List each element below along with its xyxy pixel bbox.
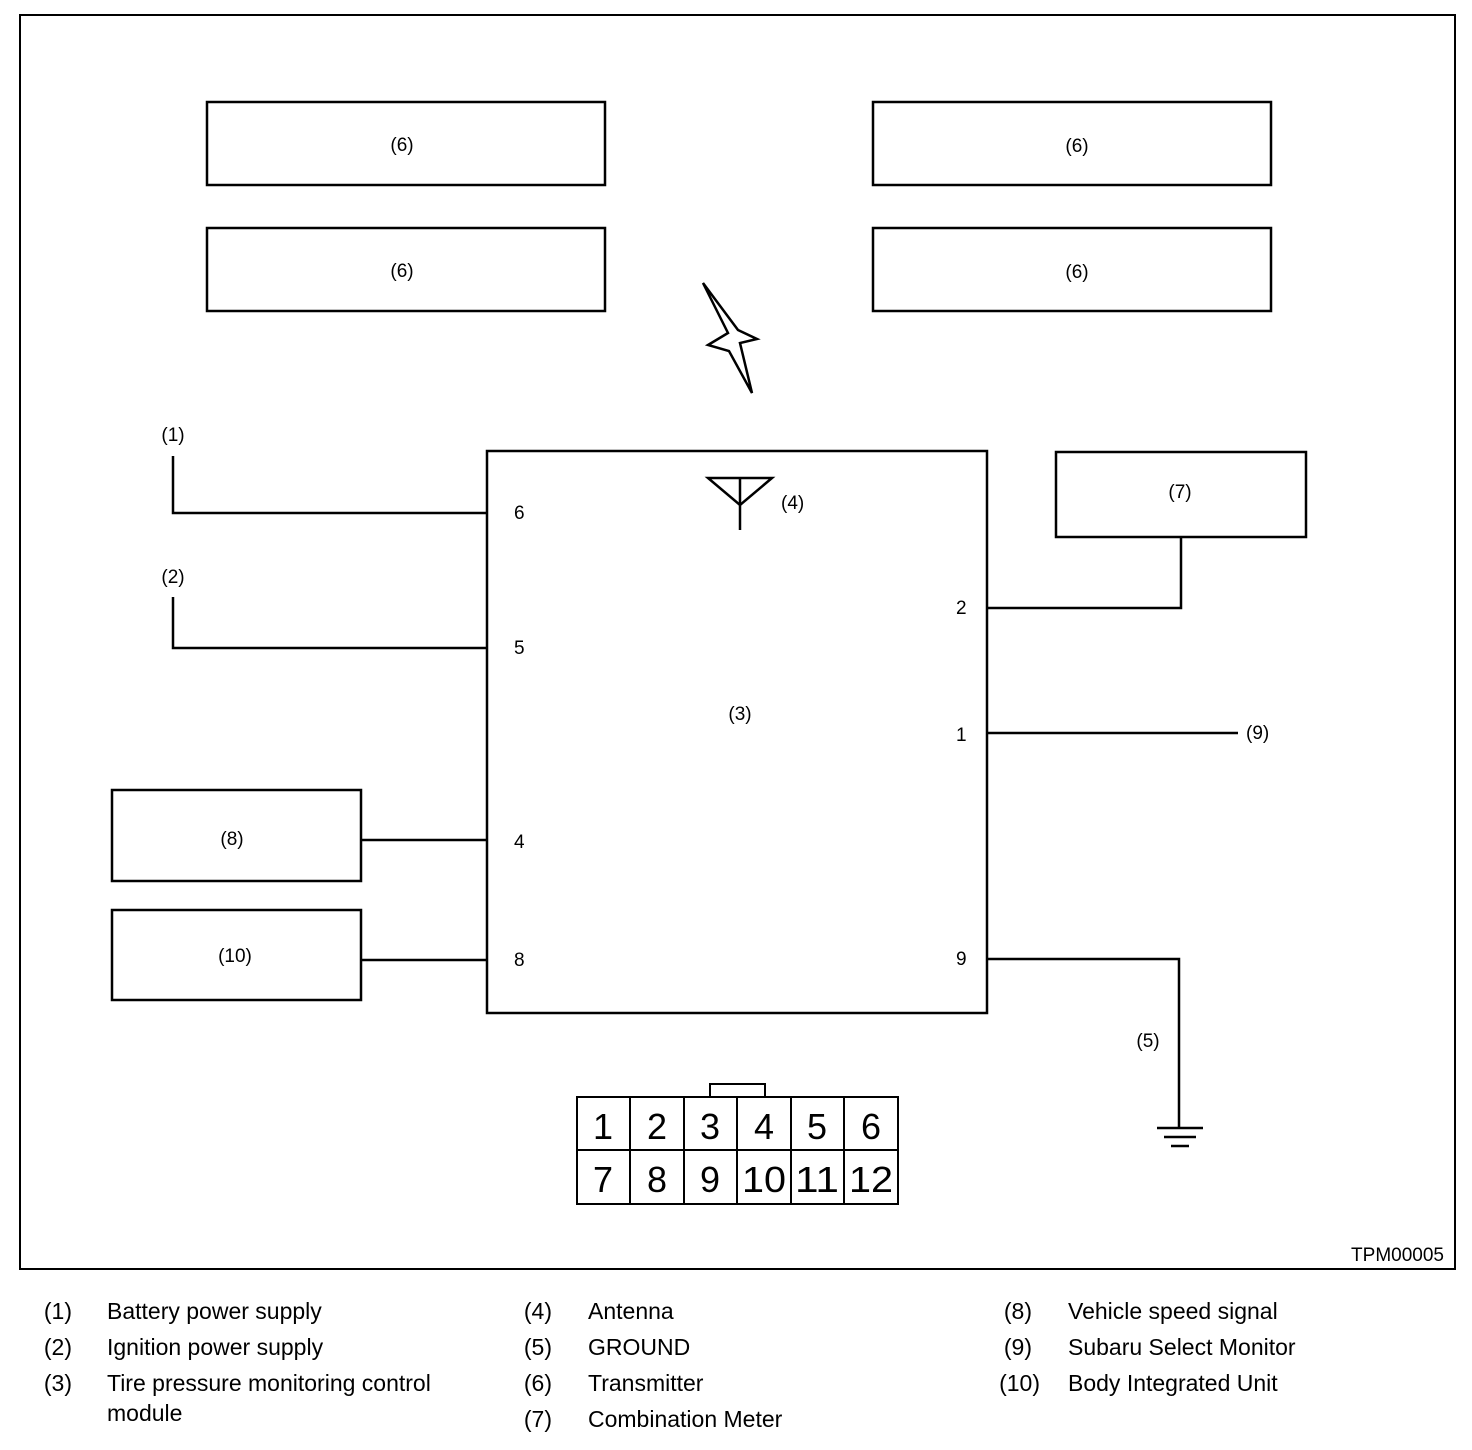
transmitter-label: (6) xyxy=(1065,136,1088,157)
legend-text: Antenna xyxy=(588,1298,674,1324)
pin-6: 6 xyxy=(514,503,525,524)
vehicle-speed-label: (8) xyxy=(220,829,243,850)
legend-text: GROUND xyxy=(588,1334,691,1360)
legend-number: (1) xyxy=(43,1298,72,1324)
connector-terminal: 1 xyxy=(593,1106,613,1147)
body-unit-box xyxy=(110,908,363,1002)
legend-text: Ignition power supply xyxy=(107,1334,324,1360)
radio-signal-icon xyxy=(701,282,761,394)
legend-item: (4) Antenna xyxy=(480,1296,950,1332)
pin-9: 9 xyxy=(956,949,967,970)
legend-text: Transmitter xyxy=(588,1370,704,1396)
connector-face: 1 2 3 4 5 6 7 8 9 10 11 12 xyxy=(576,1083,899,1205)
body-unit-label: (10) xyxy=(218,946,252,967)
connector-terminal: 4 xyxy=(754,1106,774,1147)
antenna-icon xyxy=(704,476,776,530)
vehicle-speed-box xyxy=(110,788,363,883)
ground-wire xyxy=(987,957,1181,1128)
legend-number: (5) xyxy=(523,1334,552,1360)
ignition-label: (2) xyxy=(161,567,184,588)
connector-terminal: 12 xyxy=(849,1159,893,1200)
wiring-diagram: (6) (6) (6) (6) (3) (4) 6 5 4 8 2 1 9 (1… xyxy=(19,14,1456,1270)
diagram-frame xyxy=(19,14,1456,1270)
legend-number: (4) xyxy=(523,1298,552,1324)
legend-text: Tire pressure monitoring control module xyxy=(107,1370,431,1426)
connector-terminal: 9 xyxy=(700,1159,720,1200)
legend-text: Subaru Select Monitor xyxy=(1068,1334,1296,1360)
legend-number: (9) xyxy=(1003,1334,1032,1360)
battery-label: (1) xyxy=(161,425,184,446)
legend-text: Battery power supply xyxy=(107,1298,322,1324)
ignition-wire xyxy=(171,597,487,650)
ground-icon xyxy=(1157,1126,1203,1148)
legend-number: (10) xyxy=(999,1370,1040,1396)
pin-8: 8 xyxy=(514,950,525,971)
legend: (1) Battery power supply (2) Ignition po… xyxy=(0,1296,1472,1446)
transmitter-label: (6) xyxy=(390,261,413,282)
connector-terminal: 8 xyxy=(647,1159,667,1200)
combination-meter-wire xyxy=(987,537,1183,610)
legend-item: (2) Ignition power supply xyxy=(0,1332,480,1368)
transmitter-label: (6) xyxy=(390,135,413,156)
connector-terminal: 3 xyxy=(700,1106,720,1147)
transmitter-box-top-left xyxy=(205,100,607,187)
select-monitor-label: (9) xyxy=(1246,723,1269,744)
transmitter-label: (6) xyxy=(1065,262,1088,283)
legend-item: (1) Battery power supply xyxy=(0,1296,480,1332)
legend-number: (8) xyxy=(1003,1298,1032,1324)
legend-item: (8) Vehicle speed signal xyxy=(960,1296,1460,1332)
control-module-box xyxy=(485,449,989,1015)
legend-text: Body Integrated Unit xyxy=(1068,1370,1278,1396)
pin-1: 1 xyxy=(956,725,967,746)
pin-2: 2 xyxy=(956,598,967,619)
legend-item: (7) Combination Meter xyxy=(480,1404,950,1440)
legend-number: (6) xyxy=(523,1370,552,1396)
pin-4: 4 xyxy=(514,832,525,853)
connector-terminal: 2 xyxy=(647,1106,667,1147)
legend-item: (3) Tire pressure monitoring control mod… xyxy=(0,1368,480,1432)
legend-text: Vehicle speed signal xyxy=(1068,1298,1278,1324)
figure-id: TPM00005 xyxy=(1351,1245,1444,1266)
legend-number: (7) xyxy=(523,1406,552,1432)
connector-terminal: 6 xyxy=(861,1106,881,1147)
transmitter-box-top-right xyxy=(871,100,1273,187)
legend-item: (10) Body Integrated Unit xyxy=(960,1368,1460,1404)
legend-number: (3) xyxy=(43,1370,72,1396)
transmitter-box-bottom-right xyxy=(871,226,1273,313)
connector-terminal: 7 xyxy=(593,1159,613,1200)
connector-terminal: 11 xyxy=(795,1159,839,1200)
transmitter-box-bottom-left xyxy=(205,226,607,313)
battery-wire xyxy=(171,456,487,515)
control-module-label: (3) xyxy=(728,704,751,725)
legend-item: (6) Transmitter xyxy=(480,1368,950,1404)
combination-meter-label: (7) xyxy=(1168,482,1191,503)
legend-item: (5) GROUND xyxy=(480,1332,950,1368)
antenna-label: (4) xyxy=(781,493,804,514)
connector-terminal: 10 xyxy=(742,1159,786,1200)
pin-5: 5 xyxy=(514,638,525,659)
ground-label: (5) xyxy=(1136,1031,1159,1052)
legend-text: Combination Meter xyxy=(588,1406,783,1432)
legend-item: (9) Subaru Select Monitor xyxy=(960,1332,1460,1368)
legend-number: (2) xyxy=(43,1334,72,1360)
connector-terminal: 5 xyxy=(807,1106,827,1147)
